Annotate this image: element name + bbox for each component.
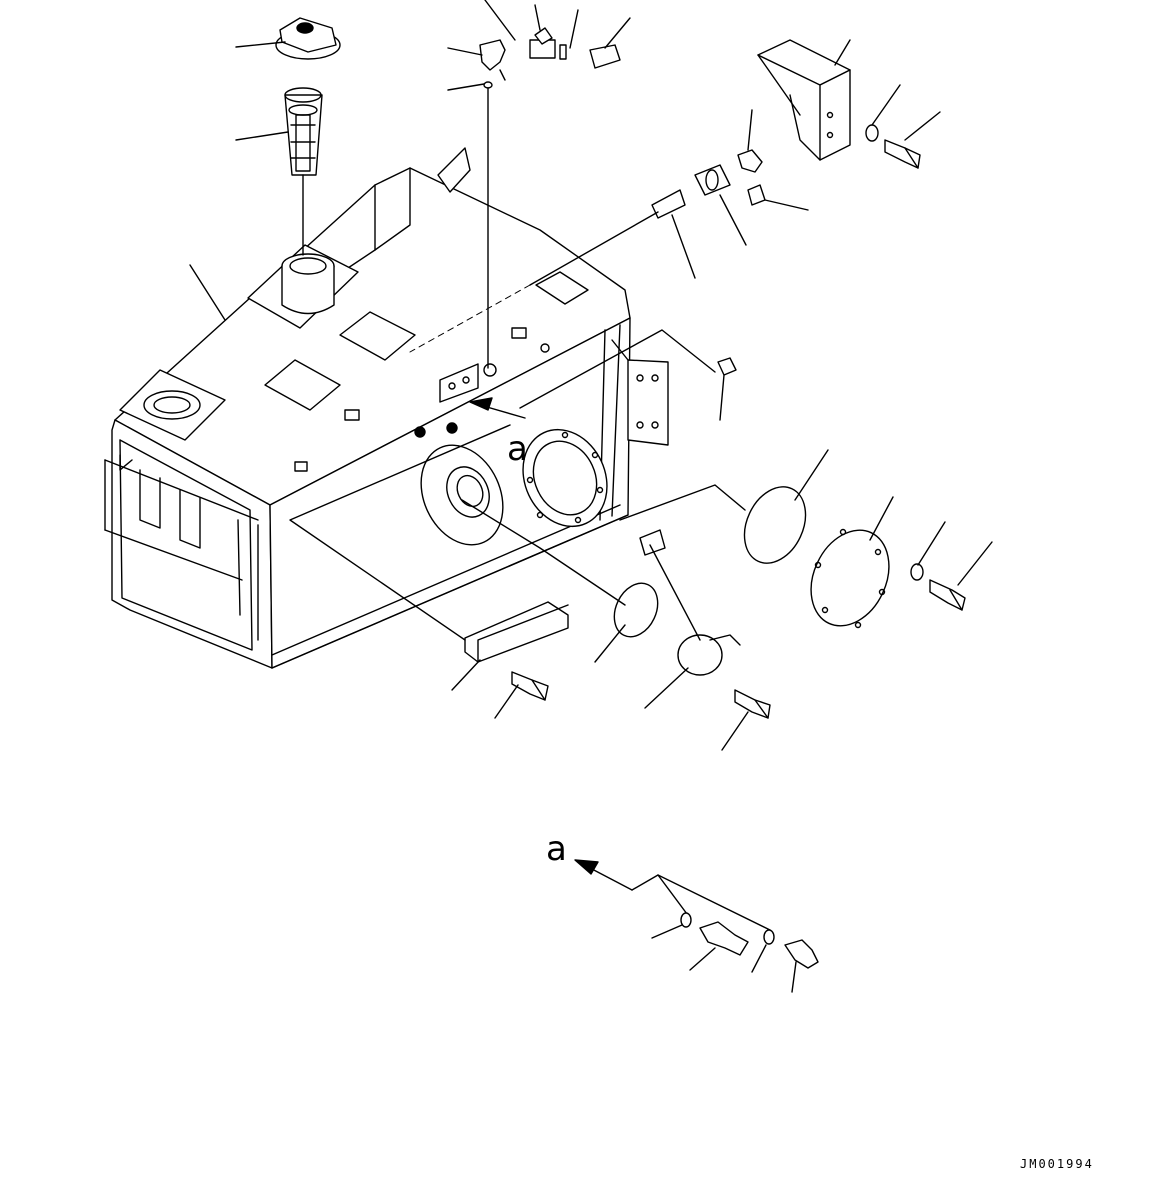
- filler-cap: [275, 17, 341, 60]
- lower-bracket: [464, 601, 569, 663]
- bracket-bolt: [511, 671, 549, 701]
- leader-lines: [189, 0, 993, 751]
- cover-plate: [810, 528, 966, 629]
- callout-letter-detail: a: [546, 829, 567, 869]
- fuel-tank: [104, 147, 669, 669]
- breather-fittings: [479, 27, 621, 89]
- detail-a: [574, 859, 819, 993]
- filler-neck: [281, 253, 335, 315]
- sensor-fittings: [651, 149, 766, 376]
- gasket-small: [613, 582, 659, 638]
- drawing-id: JM001994: [1020, 1157, 1094, 1171]
- callout-letter-main: a: [507, 429, 528, 469]
- mount-bracket: [757, 39, 921, 169]
- gasket-large: [743, 486, 807, 564]
- strainer: [284, 87, 323, 176]
- level-sensor: [639, 529, 771, 719]
